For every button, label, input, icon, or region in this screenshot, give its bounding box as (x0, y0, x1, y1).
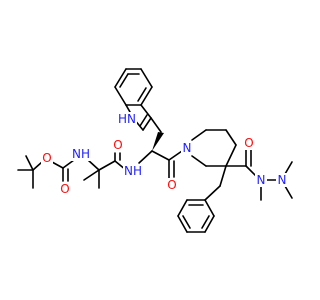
atom-label-nh-amide-boc: NH (72, 147, 90, 161)
bond-aromatic (182, 215, 191, 229)
bond (83, 169, 100, 181)
bond (177, 215, 188, 233)
bond-double (139, 114, 148, 127)
bond (284, 185, 293, 199)
atom-o-boc-ether: O (41, 151, 53, 165)
atom-label-o-boc-ether: O (42, 151, 51, 165)
bond (62, 159, 75, 169)
atom-label-n-hydrazide-2: N (278, 173, 287, 187)
bond (51, 161, 64, 169)
atom-label-o-trp-carbonyl: O (167, 178, 176, 192)
bond-aromatic (137, 87, 147, 102)
atom-label-nh-indole: HN (118, 112, 136, 126)
bond (114, 86, 127, 106)
bond (191, 129, 207, 141)
bond (151, 150, 170, 161)
bond (219, 165, 227, 187)
bond (140, 68, 153, 88)
atom-nh-amide-trp: NH (123, 164, 143, 178)
atom-label-n-piperidine: N (183, 141, 192, 155)
bond (140, 86, 153, 106)
bond (142, 117, 152, 131)
atom-label-n-hydrazide-1: N (257, 173, 266, 187)
bond (204, 199, 215, 217)
bond (114, 68, 127, 88)
atom-o-aib-carbonyl: O (112, 138, 124, 152)
bond (284, 161, 293, 175)
atom-nh-amide-boc: NH (71, 147, 91, 161)
atom-n-hydrazide-2: N (276, 173, 288, 187)
bond (204, 215, 215, 233)
molecule-structure-diagram: HN NH NH N O O O O (17, 68, 293, 233)
atom-label-nh-amide-trp: NH (124, 164, 142, 178)
bond-aromatic (201, 215, 210, 229)
bond (150, 117, 162, 133)
bond-layer (17, 68, 293, 233)
atom-n-piperidine: N (181, 141, 193, 155)
bond (245, 165, 257, 177)
atom-o-hydrazide-carbonyl: O (243, 136, 255, 150)
atom-n-hydrazide-1: N (255, 173, 267, 187)
bond (140, 104, 152, 119)
bond (225, 144, 237, 167)
atom-o-trp-carbonyl: O (166, 178, 178, 192)
bond (98, 160, 116, 171)
atom-label-o-hydrazide-carbonyl: O (244, 136, 253, 150)
atom-label-o-boc-carbonyl: O (60, 182, 69, 196)
atom-label-layer: HN NH NH N O O O O (41, 112, 288, 196)
bond (168, 150, 183, 161)
bond (177, 199, 188, 217)
bond (225, 129, 237, 146)
stereo-wedge-bond (152, 132, 164, 151)
bond (204, 185, 221, 201)
bond (191, 155, 207, 167)
bond-aromatic (119, 73, 129, 88)
bond (32, 161, 43, 171)
atom-o-boc-carbonyl: O (59, 182, 71, 196)
bond (25, 155, 34, 171)
atom-label-o-aib-carbonyl: O (113, 138, 122, 152)
atom-nh-indole: HN (117, 112, 137, 126)
bond (87, 159, 100, 171)
bond (138, 150, 153, 164)
